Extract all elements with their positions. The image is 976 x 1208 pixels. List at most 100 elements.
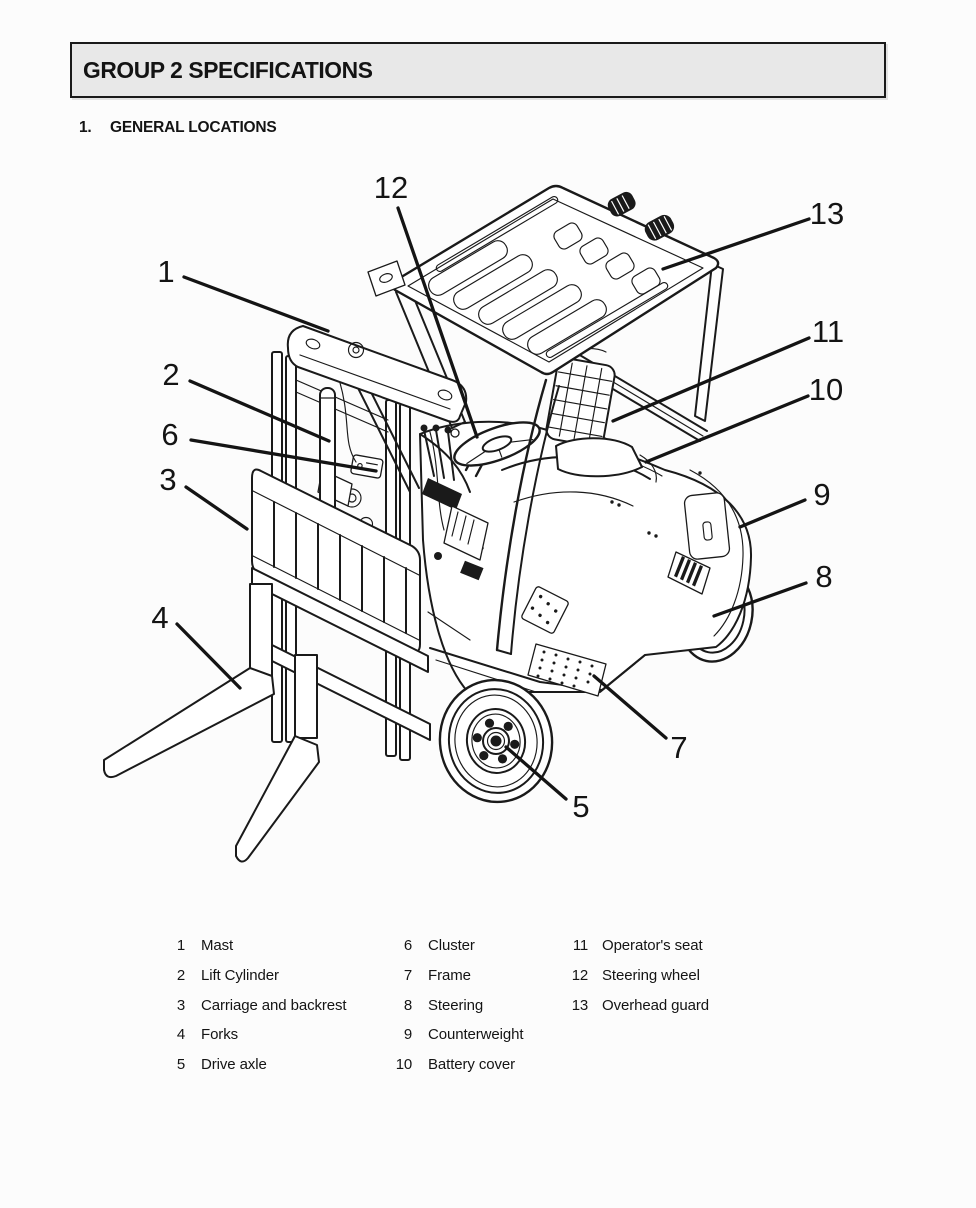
legend-label: Drive axle bbox=[201, 1056, 267, 1074]
legend-item-cluster: 6 Cluster bbox=[382, 931, 523, 961]
callout-1-leader bbox=[182, 275, 330, 333]
callout-3-leader bbox=[184, 485, 249, 531]
control-levers bbox=[420, 424, 462, 510]
callout-8: 8 bbox=[712, 559, 833, 618]
load-backrest bbox=[251, 468, 421, 653]
callout-4-leader bbox=[175, 622, 242, 690]
forklift-illustration bbox=[103, 184, 754, 863]
legend-num: 6 bbox=[403, 937, 412, 955]
legend-item-carriage: 3 Carriage and backrest bbox=[155, 990, 347, 1020]
parts-legend: 1 Mast 2 Lift Cylinder 3 Carriage and ba… bbox=[0, 931, 976, 1091]
forks bbox=[103, 583, 320, 863]
callout-12-number: 12 bbox=[374, 170, 408, 205]
legend-label: Steering wheel bbox=[602, 967, 700, 985]
callout-6-number: 6 bbox=[161, 417, 178, 452]
callout-11-leader bbox=[611, 336, 811, 423]
callout-8-leader bbox=[712, 581, 808, 618]
callout-7: 7 bbox=[592, 674, 688, 765]
steering-wheel bbox=[450, 421, 541, 478]
legend-label: Battery cover bbox=[428, 1056, 516, 1074]
legend-item-steering: 8 Steering bbox=[382, 990, 523, 1020]
callout-8-number: 8 bbox=[815, 559, 832, 594]
callout-13-leader bbox=[661, 217, 811, 271]
callout-7-leader bbox=[592, 674, 668, 740]
callout-9-leader bbox=[738, 498, 807, 529]
legend-num: 10 bbox=[395, 1056, 412, 1074]
callout-9-number: 9 bbox=[813, 477, 830, 512]
legend-item-counterweight: 9 Counterweight bbox=[382, 1020, 524, 1050]
callout-4: 4 bbox=[151, 600, 242, 690]
subsection-number: 1. bbox=[79, 119, 92, 136]
legend-num: 5 bbox=[176, 1056, 185, 1074]
valve-block bbox=[521, 586, 569, 634]
legend-num: 3 bbox=[176, 996, 185, 1014]
legend-label: Lift Cylinder bbox=[201, 967, 279, 985]
callout-5-leader bbox=[504, 745, 568, 801]
beacon-lamps bbox=[607, 191, 675, 241]
legend-label: Operator's seat bbox=[602, 937, 703, 955]
callout-6: 6 bbox=[161, 417, 378, 473]
legend-label: Forks bbox=[201, 1026, 239, 1044]
legend-item-drive-axle: 5 Drive axle bbox=[155, 1050, 346, 1080]
legend-num: 7 bbox=[403, 967, 412, 985]
callout-3: 3 bbox=[159, 462, 249, 531]
legend-num: 13 bbox=[571, 996, 588, 1014]
callout-3-number: 3 bbox=[159, 462, 176, 497]
legend-column-1: 1 Mast 2 Lift Cylinder 3 Carriage and ba… bbox=[155, 931, 347, 1080]
legend-num: 11 bbox=[572, 937, 588, 955]
guard-slots bbox=[428, 195, 669, 359]
subsection-heading: 1. GENERAL LOCATIONS bbox=[79, 119, 277, 137]
callout-1: 1 bbox=[157, 254, 330, 333]
legend-item-mast: 1 Mast bbox=[155, 931, 346, 961]
legend-item-battery-cover: 10 Battery cover bbox=[382, 1050, 523, 1080]
overhead-guard bbox=[367, 184, 720, 376]
legend-item-forks: 4 Forks bbox=[155, 1020, 346, 1050]
callout-12: 12 bbox=[374, 170, 479, 439]
callout-13-number: 13 bbox=[810, 196, 844, 231]
legend-num: 4 bbox=[176, 1026, 185, 1044]
callout-13: 13 bbox=[661, 196, 844, 271]
page-title: GROUP 2 SPECIFICATIONS bbox=[83, 56, 373, 83]
legend-num: 1 bbox=[176, 937, 185, 955]
callout-10-leader bbox=[644, 394, 810, 464]
legend-label: Cluster bbox=[428, 937, 475, 955]
legend-label: Overhead guard bbox=[602, 996, 710, 1014]
legend-label: Counterweight bbox=[428, 1026, 524, 1044]
legend-column-3: 11 Operator's seat 12 Steering wheel 13 … bbox=[554, 931, 709, 1020]
callout-2-leader bbox=[188, 379, 331, 443]
legend-label: Mast bbox=[201, 937, 234, 955]
operator-seat bbox=[545, 347, 657, 483]
legend-label: Carriage and backrest bbox=[201, 996, 347, 1014]
step-plate bbox=[527, 643, 607, 697]
legend-item-frame: 7 Frame bbox=[382, 961, 523, 991]
legend-item-lift-cylinder: 2 Lift Cylinder bbox=[155, 961, 346, 991]
callout-10: 10 bbox=[644, 372, 843, 464]
callout-11-number: 11 bbox=[812, 314, 844, 349]
legend-label: Frame bbox=[428, 967, 471, 985]
front-wheel bbox=[438, 678, 554, 804]
legend-item-steering-wheel: 12 Steering wheel bbox=[554, 961, 709, 991]
section-header-box: GROUP 2 SPECIFICATIONS bbox=[70, 42, 886, 98]
callout-5-number: 5 bbox=[572, 789, 589, 824]
callout-2-number: 2 bbox=[162, 357, 179, 392]
callout-6-leader bbox=[189, 438, 378, 473]
legend-num: 8 bbox=[403, 996, 412, 1014]
legend-item-overhead-guard: 13 Overhead guard bbox=[554, 990, 709, 1020]
legend-label: Steering bbox=[428, 996, 484, 1014]
callout-2: 2 bbox=[162, 357, 331, 443]
legend-item-operators-seat: 11 Operator's seat bbox=[554, 931, 709, 961]
callout-7-number: 7 bbox=[670, 730, 687, 765]
callout-9: 9 bbox=[738, 477, 831, 529]
callout-10-number: 10 bbox=[809, 372, 843, 407]
subsection-title: GENERAL LOCATIONS bbox=[110, 119, 277, 136]
legend-num: 2 bbox=[176, 967, 185, 985]
callouts: 1 2 6 3 4 5 7 bbox=[151, 170, 844, 824]
callout-12-leader bbox=[396, 206, 479, 439]
callout-5: 5 bbox=[504, 745, 590, 824]
callout-4-number: 4 bbox=[151, 600, 168, 635]
callout-1-number: 1 bbox=[157, 254, 174, 289]
legend-num: 9 bbox=[403, 1026, 412, 1044]
callout-11: 11 bbox=[611, 314, 844, 423]
